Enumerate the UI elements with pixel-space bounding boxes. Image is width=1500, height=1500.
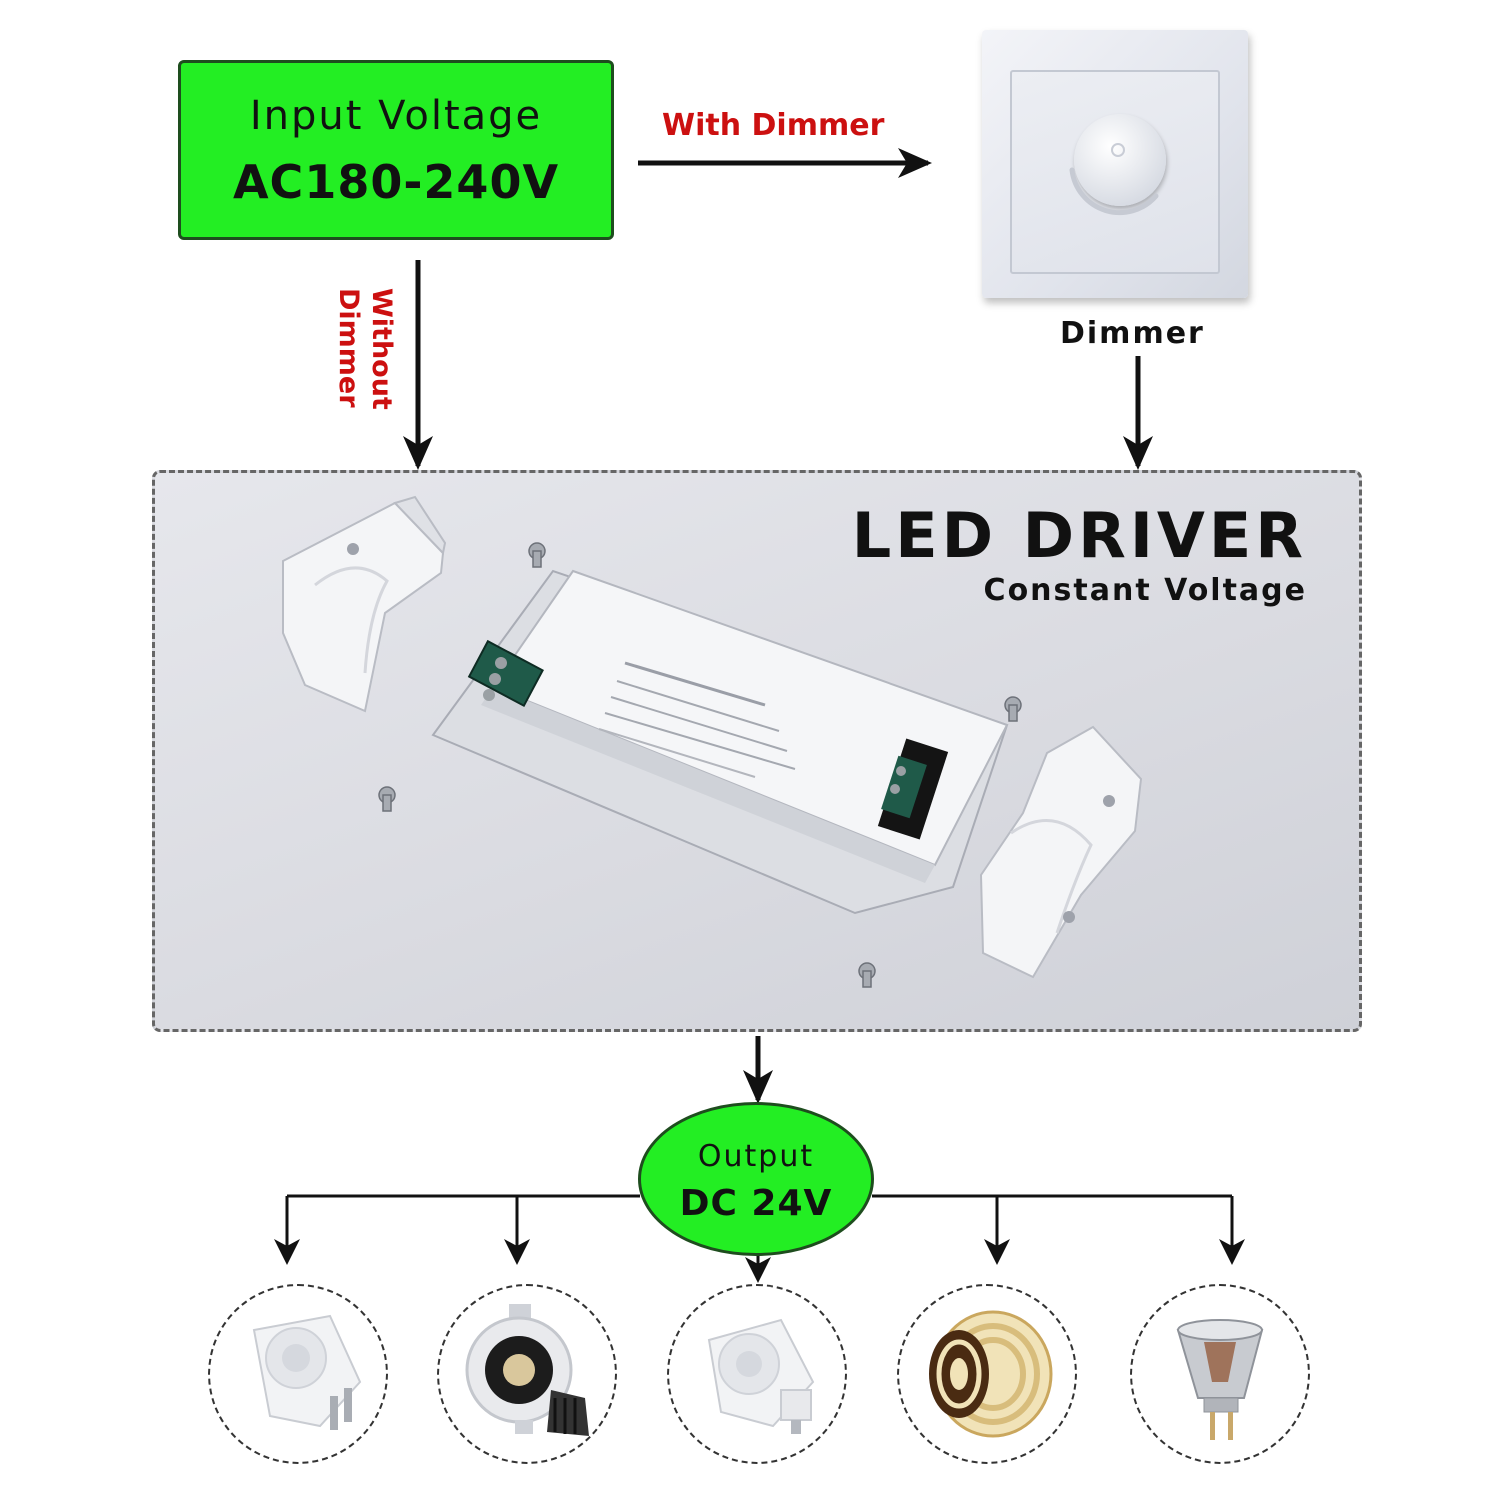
- screw-icon-3: [378, 786, 396, 812]
- input-voltage-value: AC180-240V: [232, 155, 560, 209]
- screw-icon-1: [528, 542, 546, 568]
- load-downlight: [437, 1284, 617, 1464]
- load-led-strip: [897, 1284, 1077, 1464]
- load-mr16-spotlight: [208, 1284, 388, 1464]
- dimmer-switch-image: [982, 30, 1248, 298]
- without-dimmer-label: Without Dimmer: [333, 288, 397, 410]
- screw-icon-4: [858, 962, 876, 988]
- output-voltage-ellipse: Output DC 24V: [638, 1102, 874, 1256]
- dimmer-label: Dimmer: [1060, 316, 1205, 351]
- driver-body-icon: [431, 569, 1009, 915]
- left-terminal-cover-icon: [282, 495, 447, 713]
- output-value: DC 24V: [679, 1183, 833, 1224]
- input-voltage-title: Input Voltage: [249, 93, 543, 139]
- dimmer-scale-icon: [1069, 143, 1159, 216]
- load-mr11-bulb: [1130, 1284, 1310, 1464]
- load-gu10-spotlight: [667, 1284, 847, 1464]
- downlight-icon: [465, 1304, 589, 1436]
- right-terminal-cover-icon: [979, 725, 1143, 979]
- mr16-spotlight-icon: [252, 1314, 362, 1430]
- mr11-bulb-icon: [1176, 1319, 1264, 1440]
- output-title: Output: [697, 1139, 815, 1174]
- with-dimmer-label: With Dimmer: [662, 108, 885, 143]
- led-driver-title: LED DRIVER: [851, 499, 1307, 572]
- led-driver-subtitle: Constant Voltage: [983, 573, 1307, 608]
- input-voltage-box: Input Voltage AC180-240V: [178, 60, 614, 240]
- led-driver-panel: LED DRIVER Constant Voltage: [152, 470, 1362, 1032]
- dimmer-knob-icon: [1074, 114, 1166, 206]
- led-driver-product-image: [282, 495, 1143, 988]
- dimmer-inner-plate: [1010, 70, 1220, 274]
- gu10-spotlight-icon: [707, 1318, 815, 1434]
- screw-icon-2: [1004, 696, 1022, 722]
- led-strip-reel-icon: [929, 1310, 1053, 1438]
